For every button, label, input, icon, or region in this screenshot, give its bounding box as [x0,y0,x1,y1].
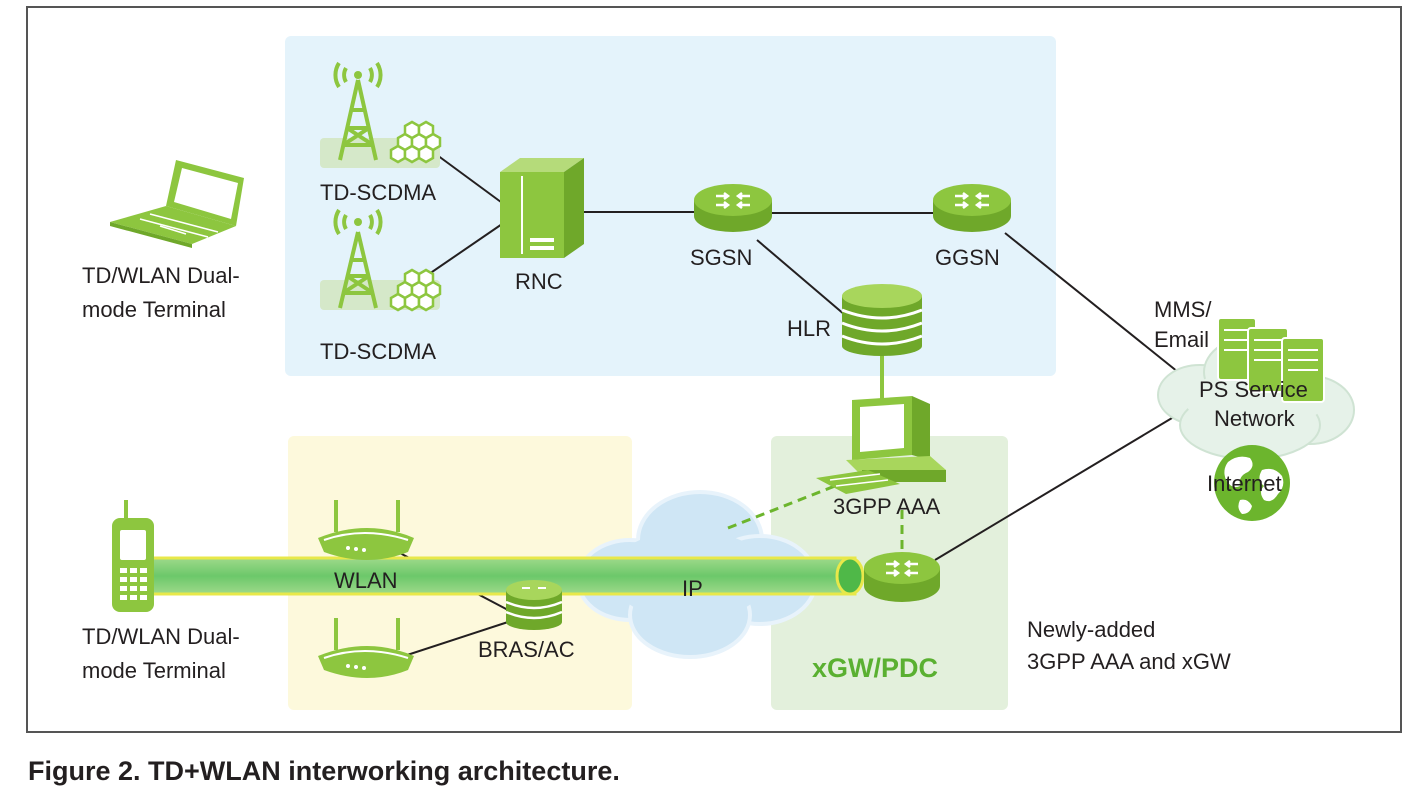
td-scdma-label-1: TD-SCDMA [320,180,436,205]
bras-ac-label: BRAS/AC [478,637,575,662]
server-stack-icon [1217,317,1325,403]
link-ap2-bras [397,621,509,659]
globe-icon [1214,445,1290,521]
figure-caption: Figure 2. TD+WLAN interworking architect… [28,756,620,786]
wlan-ap-icon-2 [318,618,414,678]
sgsn-label: SGSN [690,245,752,270]
ip-tunnel [148,556,857,596]
aaa-dashed-links [727,482,904,550]
link-xgw-ps [934,417,1173,561]
ip-label: IP [682,576,703,601]
xgw-router-icon [864,552,940,602]
ggsn-label: GGSN [935,245,1000,270]
internet-label: Internet [1207,471,1282,496]
figure-frame [26,6,1402,733]
aaa-label: 3GPP AAA [833,494,941,519]
sgsn-router-icon [694,184,772,232]
tower-icon-2 [320,208,442,312]
tunnel-end [835,556,865,596]
ps-label-line2: Network [1214,406,1296,431]
phone-label-line1: TD/WLAN Dual- [82,624,240,649]
xgw-pdc-label: xGW/PDC [812,653,938,683]
laptop-label-line1: TD/WLAN Dual- [82,263,240,288]
wlan-label: WLAN [334,568,398,593]
link-ggsn-ps [1004,232,1179,373]
mms-label-line1: MMS/ [1154,297,1212,322]
hlr-database-icon [841,284,923,356]
phone-icon [112,500,154,612]
note-label-line1: Newly-added [1027,617,1155,642]
phone-label-line2: mode Terminal [82,658,226,683]
laptop-label-line2: mode Terminal [82,297,226,322]
rnc-server-icon [500,158,584,258]
ps-label-line1: PS Service [1199,377,1308,402]
laptop-icon [110,160,244,248]
td-scdma-label-2: TD-SCDMA [320,339,436,364]
hlr-label: HLR [787,316,831,341]
bras-ac-icon [505,580,563,630]
note-label-line2: 3GPP AAA and xGW [1027,649,1231,674]
rnc-label: RNC [515,269,563,294]
ggsn-router-icon [933,184,1011,232]
link-bts1-rnc [436,154,506,206]
wlan-ap-icon-1 [318,500,414,560]
tower-icon-1 [320,61,442,168]
mms-label-line2: Email [1154,327,1209,352]
aaa-computer-icon [816,396,946,494]
link-sgsn-hlr [756,239,846,316]
